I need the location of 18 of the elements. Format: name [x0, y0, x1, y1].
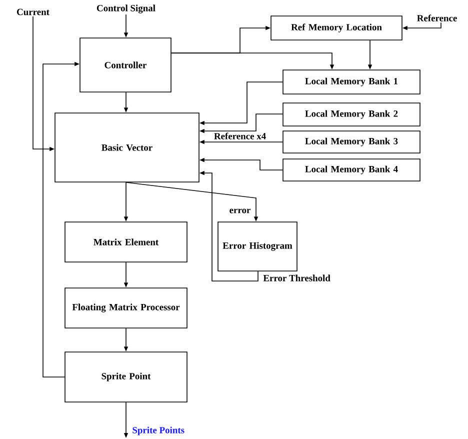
process-box: Controller — [80, 38, 172, 92]
process-box: Matrix Element — [64, 222, 188, 262]
process-box: Error Histogram — [218, 222, 298, 272]
edge-label: error — [228, 208, 252, 214]
process-box: Local Memory Bank 4 — [282, 158, 420, 182]
process-box: Local Memory Bank 1 — [282, 70, 420, 94]
edge-label: Sprite Points — [131, 426, 186, 436]
process-box: Floating Matrix Processor — [64, 288, 188, 328]
edge-label: Error Threshold — [262, 274, 332, 282]
input-label: Control Signal — [96, 4, 156, 14]
edge-label: Reference x4 — [212, 132, 268, 140]
input-label: Reference — [417, 14, 457, 22]
process-box: Sprite Point — [64, 352, 188, 402]
process-box: Basic Vector — [54, 112, 200, 182]
process-box: Local Memory Bank 3 — [282, 130, 420, 154]
process-box: Ref Memory Location — [270, 16, 402, 40]
input-label: Current — [17, 8, 50, 16]
process-box: Local Memory Bank 2 — [282, 102, 420, 126]
